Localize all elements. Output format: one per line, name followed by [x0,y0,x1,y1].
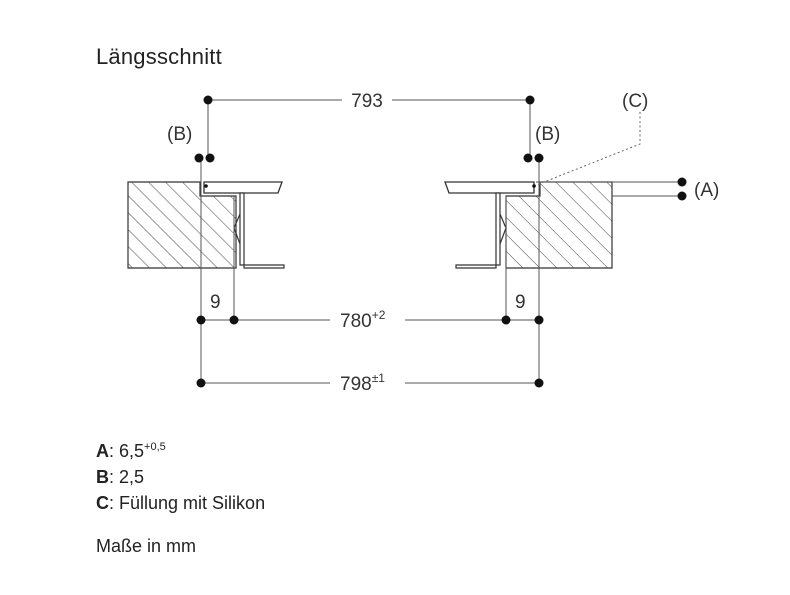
dimension-lines [201,99,539,384]
left-frame-profile [239,192,285,269]
legend-value: 6,5 [114,441,145,461]
legend-row-c: C: Füllung mit Silikon [96,490,265,516]
extension-lines [200,100,682,383]
legend-sep: : [109,467,115,487]
dim-780-tolerance: +2 [372,308,386,322]
right-worktop-section [505,181,613,269]
dim-798-label: 798±1 [340,371,385,395]
legend-key: A [96,441,109,461]
gap-left-label: 9 [210,292,221,313]
legend-row-a: A: 6,5+0,5 [96,434,265,464]
left-hob-rim [203,181,283,194]
gap-right-label: 9 [515,292,526,313]
legend-row-b: B: 2,5 [96,464,265,490]
legend-value: Füllung mit Silikon [114,493,266,513]
callout-c: (C) [622,91,648,112]
dim-798-tolerance: ±1 [372,371,386,385]
legend-sep: : [109,441,115,461]
legend-key: B [96,467,109,487]
right-clip [499,213,507,245]
legend-sep: : [109,493,115,513]
legend-key: C [96,493,109,513]
units-note: Maße in mm [96,536,197,556]
legend-value: 2,5 [114,467,145,487]
callout-c-leader [533,112,641,187]
callout-a: (A) [694,180,719,201]
left-worktop-section [127,181,237,269]
legend-tolerance: +0,5 [144,441,166,453]
page-title: Längsschnitt [96,44,222,69]
callout-b-left: (B) [167,124,192,145]
dim-793-label: 793 [351,91,383,112]
dim-780-value: 780 [340,311,372,332]
dim-780-label: 780+2 [340,308,386,332]
right-frame-profile [455,192,501,269]
right-hob-rim [444,181,535,194]
dimension-dots [194,95,687,388]
dim-798-value: 798 [340,374,372,395]
callout-b-right: (B) [535,124,560,145]
legend: A: 6,5+0,5 B: 2,5 C: Füllung mit Silikon [96,434,265,516]
